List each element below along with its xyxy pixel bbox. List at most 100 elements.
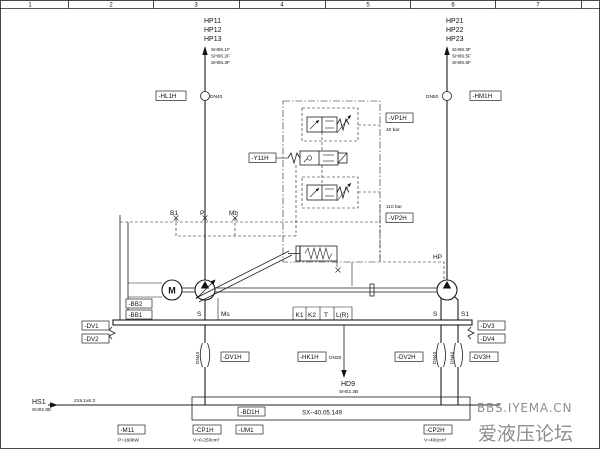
fixed-pump-cp2h (436, 279, 458, 301)
sheet-ref: SH06.3F (452, 47, 471, 53)
spring-icon (304, 246, 333, 261)
tag-label: -UM1 (239, 427, 255, 434)
line-size-label: DN30 (329, 355, 342, 361)
hose-size-label: DN40 (195, 351, 201, 364)
spring-icon (336, 117, 350, 132)
tag-dv1: -DV1 (81, 320, 110, 331)
flexible-hose-icon (453, 342, 463, 368)
relief-valve-vp2h (301, 176, 380, 209)
tag-label: -DV1H (223, 354, 242, 361)
tag-cp1h: -CP1H (192, 424, 222, 435)
tag-bd1h: -BD1H (237, 406, 266, 417)
tag-hl1h: -HL1H (155, 90, 187, 101)
column-numbers: 1 2 3 4 5 6 7 (28, 3, 540, 9)
sheet-ref: SH06.6F (452, 60, 471, 66)
tag-label: -BB1 (129, 312, 143, 319)
drive-shaft (215, 283, 437, 297)
line-size-label: DN40 (210, 94, 223, 100)
shaft-coupling (369, 283, 375, 297)
tag-dv4: -DV4 (477, 333, 506, 344)
tag-vp1h: -VP1H (385, 112, 414, 123)
valve-block-outline (282, 100, 381, 263)
port-label-ms: Ms (221, 311, 230, 318)
base-rail (112, 319, 473, 326)
flexible-hose-icon (436, 342, 446, 368)
drain-ports: K1 K2 T L(R) (292, 306, 353, 320)
tag-bb2: -BB2 (125, 298, 153, 309)
spring-icon (336, 185, 350, 200)
tag-label: -HM1H (473, 93, 493, 100)
tag-dv2: -DV2 (81, 333, 110, 344)
suction-header: HS1 SH02.8E 219.1x6.3 -BD1H SX--40.05.14… (32, 396, 500, 421)
damper-spring-icon (467, 326, 475, 340)
pump-triangle-icon (200, 281, 210, 289)
column-number: 2 (109, 3, 113, 9)
tag-m11: -M11 (117, 424, 146, 435)
port-label-hs1: HS1 (32, 399, 46, 406)
tag-label: -DV2H (397, 354, 416, 361)
motor-symbol: M (168, 285, 176, 295)
tag-dv3h: -DV3H (469, 351, 499, 362)
column-number: 4 (280, 3, 284, 9)
pilot-lines: B1 P Mb HP (120, 205, 445, 281)
suction-hose-dv3h: DN40 (450, 325, 463, 405)
tag-label: -HK1H (300, 354, 319, 361)
port-label-s: S (197, 311, 202, 318)
damper-spring-icon (108, 326, 116, 340)
port-label-k2: K2 (308, 312, 316, 319)
tag-label: -VP2H (389, 215, 407, 222)
pressure-outlet-right: HP21 HP22 HP23 SH06.3F SH06.5F SH06.6F D… (426, 18, 502, 280)
port-label-hp22: HP22 (446, 27, 464, 34)
port-label-hp21: HP21 (446, 18, 464, 25)
port-label-mb: Mb (229, 210, 238, 217)
tag-dv2h: -DV2H (394, 351, 424, 362)
tag-bb1: -BB1 (125, 309, 153, 320)
pressure-outlet-left: HP11 HP12 HP13 SH06.1F SH06.2F SH06.3F D… (155, 18, 230, 280)
sheet-ref: SH02.8E (32, 407, 51, 413)
sheet-ref: SH06.5F (452, 54, 471, 60)
pump-triangle-icon (442, 281, 452, 289)
flexible-hose-icon (199, 342, 211, 368)
tag-label: -DV3 (481, 323, 496, 330)
tag-label: -DV1 (85, 323, 100, 330)
column-number: 6 (451, 3, 455, 9)
port-label-l: L(R) (336, 312, 349, 319)
port-label-hp13: HP13 (204, 36, 222, 43)
pump-displacement: V=400cm³ (424, 438, 446, 444)
port-label-s1: S1 (461, 311, 469, 318)
drain-line-hk1h: DN30 HD9 SH02.2B (329, 325, 358, 395)
column-number: 7 (536, 3, 540, 9)
port-label-hp12: HP12 (204, 27, 222, 34)
tag-label: -BB2 (129, 301, 143, 308)
pressure-setting: 40 bar (386, 127, 400, 133)
tag-label: -BD1H (241, 409, 260, 416)
port-label-p: P (200, 210, 204, 217)
watermark-site: BBS.IYEMA.CN (477, 401, 572, 415)
electric-motor: M (161, 279, 195, 301)
line-size-label: DN50 (426, 94, 439, 100)
pump-displacement: V=0-250cm³ (193, 438, 220, 444)
port-label-b1: B1 (170, 210, 178, 217)
column-number: 3 (194, 3, 198, 9)
tag-label: -HL1H (159, 93, 177, 100)
port-label-hp23: HP23 (446, 36, 464, 43)
tag-label: -DV4 (481, 336, 496, 343)
tag-hk1h: -HK1H (297, 351, 327, 362)
tag-label: -DV2 (85, 336, 100, 343)
tag-cp2h: -CP2H (423, 424, 453, 435)
pipe-size-label: 219.1x6.3 (74, 398, 95, 404)
port-label-hp11: HP11 (204, 18, 221, 25)
gauge-port-markers (173, 215, 341, 273)
tag-label: -M11 (121, 427, 135, 434)
sheet-ref: SH06.2F (211, 54, 230, 60)
suction-hose-dv2h: DN40 (432, 325, 446, 405)
suction-header-block (191, 396, 471, 421)
watermark: BBS.IYEMA.CN 爱液压论坛 (477, 401, 573, 445)
part-number: SX--40.05.149 (302, 410, 342, 417)
tag-um1: -UM1 (235, 424, 264, 435)
hose-size-label: DN40 (450, 351, 456, 364)
control-valve-block: -VP1H 40 bar -Y11H (248, 100, 414, 263)
tag-label: -CP1H (195, 427, 214, 434)
tag-label: -DV3H (472, 354, 491, 361)
